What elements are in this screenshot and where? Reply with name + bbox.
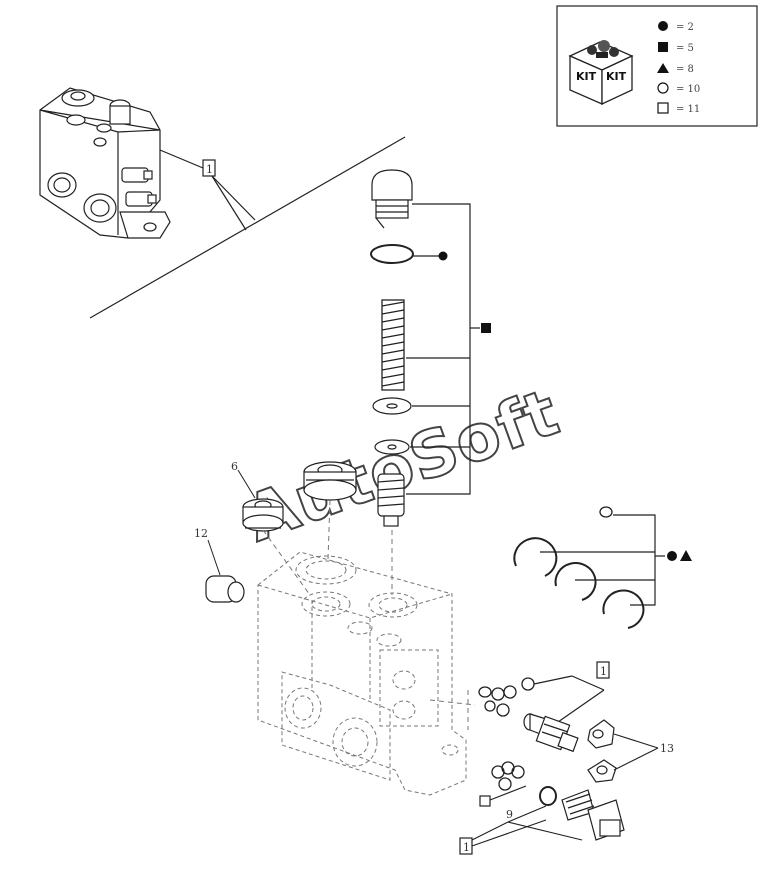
open-square-icon [657,102,669,114]
kit-bracket-stack [406,203,480,495]
valve-body [257,551,467,796]
callout-item-9: 9 [506,808,513,821]
filled-square-icon [658,42,668,52]
plug-large [303,461,357,501]
ref-box-right-label: 1 [600,665,607,678]
ref-box-top [202,159,216,177]
small-ring [599,506,613,518]
o-ring [370,244,414,264]
kit-badge-left: KIT [576,70,597,83]
fitting-lower [587,759,617,783]
ref-box-top-label: 1 [206,163,213,176]
legend-entry-3: = 8 [676,64,694,75]
snap-ring-2 [554,562,597,601]
filled-triangle-icon [657,63,669,73]
plug-item-6 [242,498,284,532]
cartridge-valve [523,713,579,753]
ref-box-bottom [459,837,473,855]
snap-ring-1 [513,537,558,577]
relief-cartridge [561,789,625,841]
kit-marker-filled-circle-icon [438,251,448,261]
assembly-guides [262,499,476,730]
kit-badge-right: KIT [606,70,627,83]
leader-lower-kit [489,785,527,801]
callout-item-12: 12 [194,527,208,540]
legend-entry-5: = 11 [676,104,700,115]
legend-entry-1: = 2 [676,22,694,33]
o-ring-cluster-lower [491,761,557,806]
washer-lower [374,439,410,455]
callout-item-13: 13 [660,742,674,755]
kit-marker-ring-circle-icon [667,551,677,561]
leader-item-9 [471,805,583,847]
ref-box-bottom-label: 1 [463,841,470,854]
spring [381,299,405,391]
washer-upper [372,397,412,415]
thumbnail-leaders [89,136,406,319]
leader-item-13 [613,733,659,771]
snap-ring-3 [602,589,645,629]
o-ring-cluster-upper [478,677,535,717]
valve-assembly-thumbnail [39,87,171,239]
kit-marker-open-square-icon [479,795,491,807]
filled-circle-icon [658,21,668,31]
leader-ref-right [533,668,605,723]
callout-item-6: 6 [231,460,238,473]
kit-legend: KIT KIT = 2 = 5 = 8 = 10 = 11 [556,5,758,127]
poppet [377,473,405,527]
kit-box-icon: KIT KIT [568,40,634,106]
kit-marker-ring-triangle-icon [680,550,692,561]
legend-entry-4: = 10 [676,84,700,95]
plug-item-12 [205,575,245,603]
kit-bracket-rings [540,514,665,606]
open-circle-icon [657,82,669,94]
relief-valve-plug [371,169,413,229]
fitting-upper [587,719,615,749]
snap-rings [513,506,645,629]
legend-entry-2: = 5 [676,43,694,54]
ref-box-right [596,661,610,679]
kit-marker-filled-square-icon [481,323,491,333]
